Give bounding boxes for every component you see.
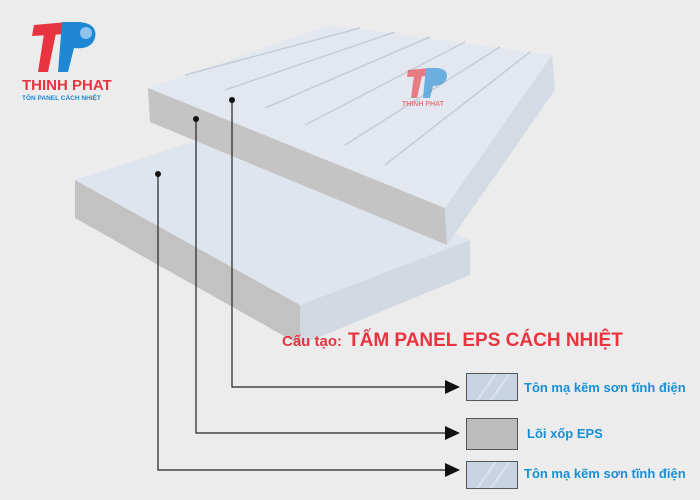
watermark-text: THINH PHAT (402, 101, 444, 108)
lower-panel (75, 138, 470, 345)
logo-mark (32, 22, 96, 72)
title-prefix: Cấu tạo: (282, 333, 342, 350)
layer-label-bottom: Tôn mạ kẽm sơn tĩnh điện (524, 466, 686, 481)
leader-lines (157, 100, 450, 471)
upper-panel (148, 25, 555, 245)
layer-label-core: Lõi xốp EPS (527, 426, 603, 441)
swatch-foam-core (466, 418, 518, 450)
leader-dot (193, 116, 199, 122)
arrow-head-icon (445, 426, 460, 440)
swatch-sheet-top (466, 373, 518, 401)
watermark-logo (407, 68, 447, 98)
title-main: TẤM PANEL EPS CÁCH NHIỆT (348, 330, 623, 351)
logo-brand-name: THINH PHAT (22, 77, 112, 94)
page-title: Cấu tạo: TẤM PANEL EPS CÁCH NHIỆT (282, 330, 623, 352)
leader-dot (155, 171, 161, 177)
swatch-sheet-bottom (466, 461, 518, 489)
arrow-head-icon (445, 380, 460, 394)
arrow-head-icon (445, 463, 460, 477)
logo-tagline: TÔN PANEL CÁCH NHIỆT (22, 95, 101, 102)
leader-dot (229, 97, 235, 103)
layer-label-top: Tôn mạ kẽm sơn tĩnh điện (524, 380, 686, 395)
